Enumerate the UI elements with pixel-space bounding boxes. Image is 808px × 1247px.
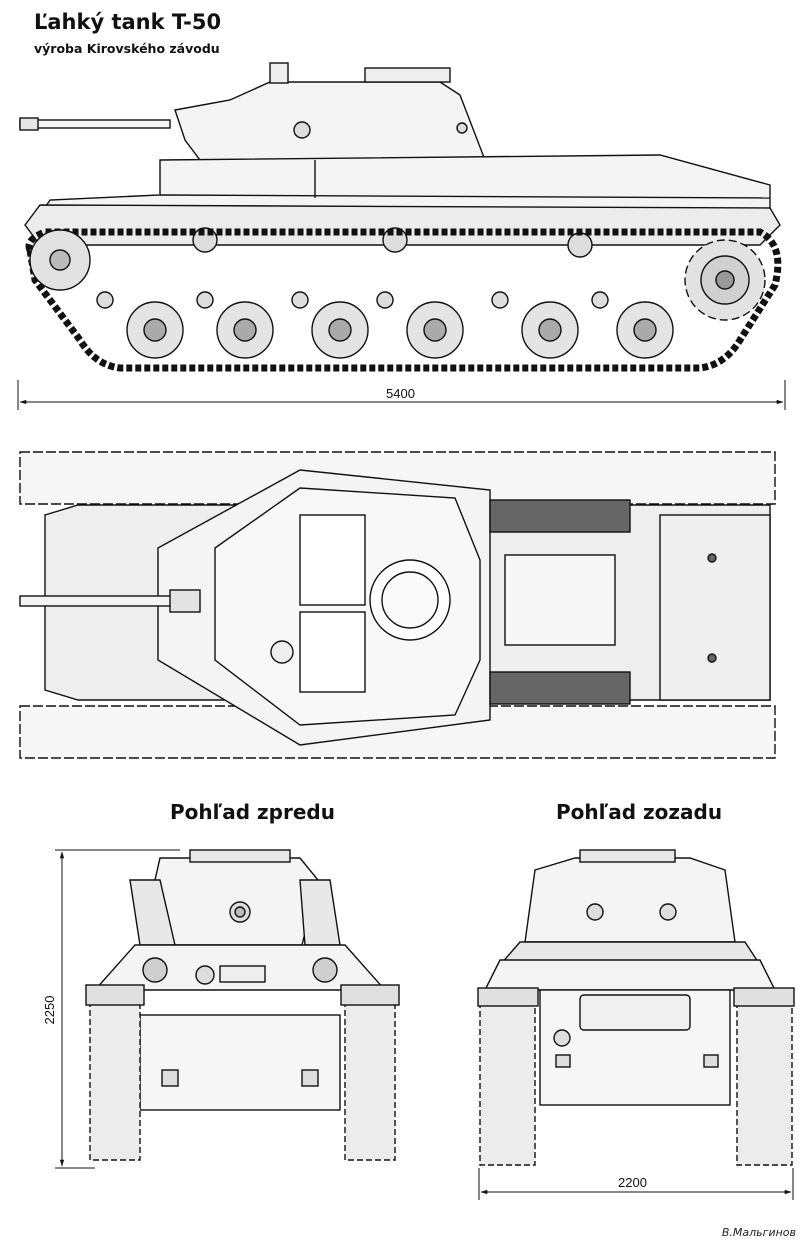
- width-value: 2200: [618, 1175, 647, 1190]
- track-side: [25, 228, 782, 372]
- rear-deck-slope: [483, 959, 777, 991]
- author-credit: В.Мальгинов: [721, 1226, 796, 1239]
- front-track-right: [344, 989, 396, 1161]
- rear-track-right: [736, 999, 793, 1166]
- front-track-left: [89, 989, 141, 1161]
- engine-hatch: [504, 554, 616, 646]
- width-dimension: [478, 1168, 794, 1200]
- top-view: [19, 451, 776, 759]
- rear-view: [477, 849, 795, 1166]
- turret-top: [214, 487, 481, 726]
- front-hull-plate: [139, 1014, 341, 1111]
- grille-bottom: [489, 671, 631, 705]
- drawing-subtitle: výroba Kirovského závodu: [34, 41, 220, 56]
- height-dimension: [55, 849, 180, 1169]
- road-wheels: [126, 301, 674, 359]
- front-turret: [154, 857, 319, 946]
- length-value: 5400: [386, 386, 415, 401]
- height-value: 2250: [42, 996, 57, 1025]
- gun-barrel: [19, 119, 171, 129]
- suspension-arms: [96, 291, 609, 309]
- front-view-label: Pohľad zpredu: [170, 800, 335, 824]
- side-view: [19, 62, 782, 372]
- drawing-title: Ľahký tank T-50: [34, 10, 222, 34]
- rear-track-left: [479, 999, 536, 1166]
- rear-view-label: Pohľad zozadu: [556, 800, 723, 824]
- rear-turret: [524, 857, 736, 943]
- length-dimension: [17, 380, 786, 410]
- grille-top: [489, 499, 631, 533]
- gun-barrel-top: [19, 595, 196, 607]
- turret-side: [174, 81, 487, 161]
- rear-deck: [659, 514, 771, 701]
- front-view: [85, 849, 400, 1161]
